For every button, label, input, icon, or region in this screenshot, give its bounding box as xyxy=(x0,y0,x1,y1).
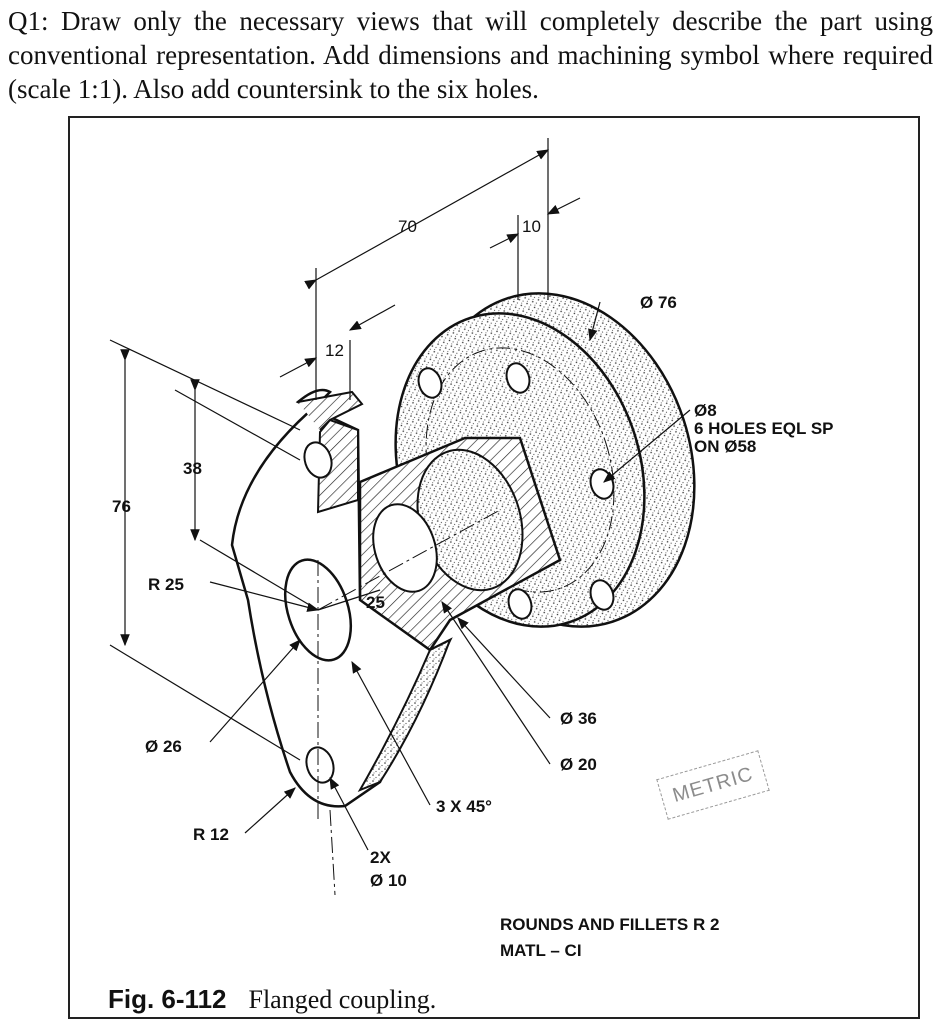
dim-70: 70 xyxy=(398,217,417,236)
dim-2x: 2X xyxy=(370,848,391,867)
dim-dia-20: Ø 20 xyxy=(560,755,597,774)
dim-dia-36: Ø 36 xyxy=(560,709,597,728)
dim-chamfer: 3 X 45° xyxy=(436,797,492,816)
dim-10: 10 xyxy=(522,217,541,236)
hub-section xyxy=(358,436,562,652)
dim-25: 25 xyxy=(366,593,385,612)
figure-number: Fig. 6-112 xyxy=(108,984,227,1014)
figure-caption: Fig. 6-112 Flanged coupling. xyxy=(108,984,436,1015)
center-lines xyxy=(317,509,501,896)
front-flange xyxy=(230,388,453,808)
figure-frame xyxy=(68,116,920,1019)
question-text: Q1: Draw only the necessary views that w… xyxy=(8,6,933,104)
dim-dia-26: Ø 26 xyxy=(145,737,182,756)
hole-circle-label: ON Ø58 xyxy=(694,437,756,456)
figure-title: Flanged coupling. xyxy=(248,985,437,1014)
bolt-hole-2 xyxy=(505,362,531,394)
dim-12: 12 xyxy=(325,341,344,360)
hole-dia-label: Ø8 xyxy=(694,401,717,420)
dimension-lines xyxy=(109,138,691,851)
note-rounds: ROUNDS AND FILLETS R 2 xyxy=(500,915,719,934)
dim-76: 76 xyxy=(112,497,131,516)
bolt-hole-1 xyxy=(417,367,443,399)
hole-pattern-label: 6 HOLES EQL SP xyxy=(694,419,834,438)
dim-r12: R 12 xyxy=(193,825,229,844)
bolt-hole-5 xyxy=(507,588,533,620)
dim-dia-10: Ø 10 xyxy=(370,871,407,890)
dim-r25: R 25 xyxy=(148,575,184,594)
dim-dia-76: Ø 76 xyxy=(640,293,677,312)
bolt-hole-4 xyxy=(589,579,615,611)
note-material: MATL – CI xyxy=(500,941,582,960)
dim-38: 38 xyxy=(183,459,202,478)
